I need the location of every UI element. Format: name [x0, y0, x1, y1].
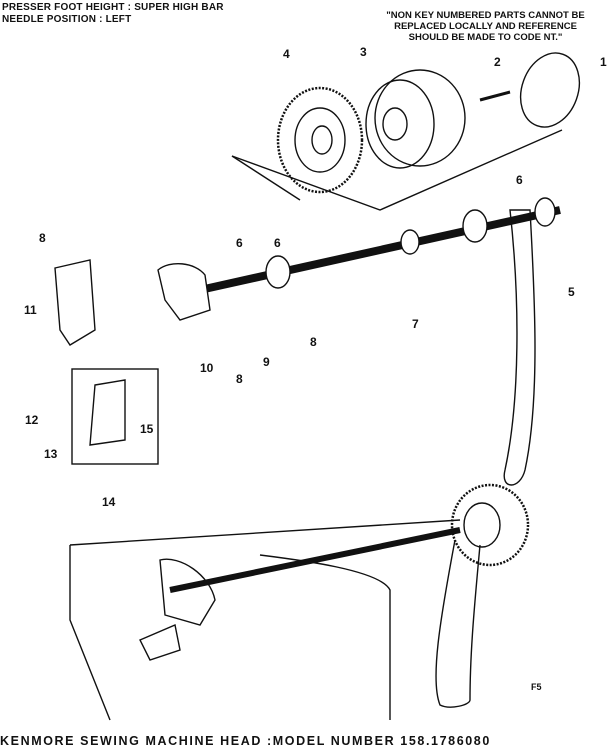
connecting-link [54, 259, 96, 346]
callout-12: 12 [25, 413, 39, 427]
callout-7: 7 [412, 317, 419, 331]
callout-6b: 6 [274, 236, 281, 250]
figure-label: F5 [531, 682, 542, 692]
callout-8c: 8 [236, 372, 243, 386]
callout-6c: 6 [236, 236, 243, 250]
callout-2: 2 [494, 55, 501, 69]
callout-6a: 6 [516, 173, 523, 187]
header-presser-foot: PRESSER FOOT HEIGHT : SUPER HIGH BAR [2, 2, 224, 13]
callout-9: 9 [263, 355, 270, 369]
callout-10: 10 [200, 361, 214, 375]
model-caption: KENMORE SEWING MACHINE HEAD :MODEL NUMBE… [0, 734, 491, 748]
hand-wheel [374, 69, 466, 167]
lower-belt [435, 539, 481, 708]
callout-4: 4 [283, 47, 290, 61]
callout-3: 3 [360, 45, 367, 59]
thread-take-up-crank [157, 263, 211, 321]
callout-13: 13 [44, 447, 58, 461]
main-shaft [199, 206, 561, 294]
callout-11: 11 [24, 303, 37, 317]
callout-8a: 8 [39, 231, 46, 245]
callout-8b: 8 [310, 335, 317, 349]
drive-gear [276, 86, 364, 194]
parts-note: "NON KEY NUMBERED PARTS CANNOT BE REPLAC… [386, 10, 585, 43]
drive-belt [503, 209, 536, 486]
set-screw-part [479, 90, 511, 102]
callout-5: 5 [568, 285, 575, 299]
belt-ring [519, 52, 581, 128]
callout-14: 14 [102, 495, 116, 509]
needle-bar-crank-box [71, 368, 159, 465]
header-needle-position: NEEDLE POSITION : LEFT [2, 14, 132, 25]
lower-hand-wheel [450, 483, 530, 567]
callout-1: 1 [600, 55, 607, 69]
callout-15: 15 [140, 422, 154, 436]
